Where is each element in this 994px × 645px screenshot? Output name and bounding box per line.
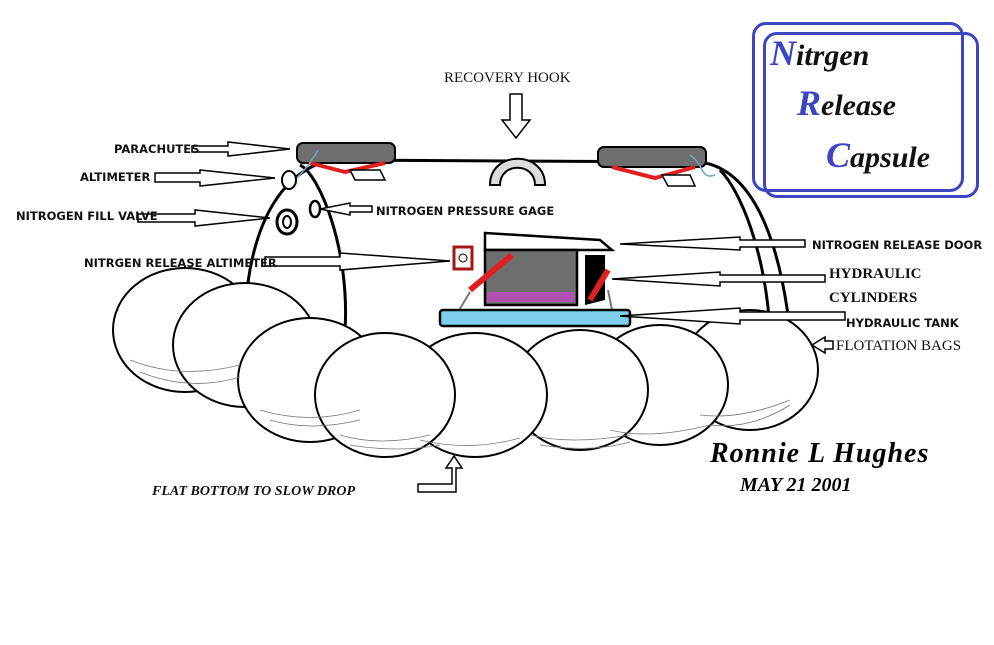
recovery-hook xyxy=(488,157,547,186)
title-box-offset xyxy=(763,32,979,198)
flotation-bags xyxy=(112,267,819,458)
label-altimeter: ALTIMETER xyxy=(80,170,151,184)
nitrogen-release-door xyxy=(483,231,616,252)
parachute-left xyxy=(296,142,396,164)
arrow-icon xyxy=(619,307,846,325)
signature-date: MAY 21 2001 xyxy=(740,474,852,496)
title-line-capsule: Capsule xyxy=(826,135,931,175)
label-arrows xyxy=(137,93,846,493)
label-parachutes: PARACHUTES xyxy=(114,142,200,156)
altimeter-gauge xyxy=(281,170,297,190)
arrow-icon xyxy=(500,93,532,140)
label-hydraulic-cylinders-2: CYLINDERS xyxy=(829,290,918,306)
label-release-altimeter: NITRGEN RELEASE ALTIMETER xyxy=(84,256,277,270)
arrow-icon xyxy=(319,202,373,216)
title-line-nitrogen: Nitrgen xyxy=(770,33,870,73)
flotation-bag xyxy=(314,332,456,458)
arrow-icon xyxy=(417,454,464,493)
title-line-release: Release xyxy=(797,83,896,123)
fill-valve xyxy=(275,208,299,236)
arrow-icon xyxy=(810,335,834,355)
arrow-icon xyxy=(264,252,451,271)
arrow-icon xyxy=(154,169,276,187)
pressure-gauge xyxy=(308,199,322,219)
release-altimeter xyxy=(452,245,474,271)
label-fill-valve: NITROGEN FILL VALVE xyxy=(16,209,158,223)
title-box xyxy=(752,22,964,192)
arrow-icon xyxy=(191,141,291,157)
arrow-icon xyxy=(611,271,826,287)
capsule-end-line-right xyxy=(718,168,772,331)
label-hydraulic-cylinders-1: HYDRAULIC xyxy=(829,266,922,282)
parachute-right xyxy=(597,146,707,168)
label-recovery-hook: RECOVERY HOOK xyxy=(444,70,571,86)
capsule-end-line xyxy=(299,163,348,331)
arrow-icon xyxy=(137,209,271,227)
label-hydraulic-tank: HYDRAULIC TANK xyxy=(846,316,959,330)
label-release-door: NITROGEN RELEASE DOOR xyxy=(812,238,983,252)
arrow-icon xyxy=(619,236,806,251)
label-flotation-bags: FLOTATION BAGS xyxy=(836,338,962,354)
label-flat-bottom: FLAT BOTTOM TO SLOW DROP xyxy=(152,484,356,499)
author-signature: Ronnie L Hughes xyxy=(710,438,930,469)
label-pressure-gage: NITROGEN PRESSURE GAGE xyxy=(376,204,555,218)
hydraulic-tank xyxy=(438,308,632,328)
